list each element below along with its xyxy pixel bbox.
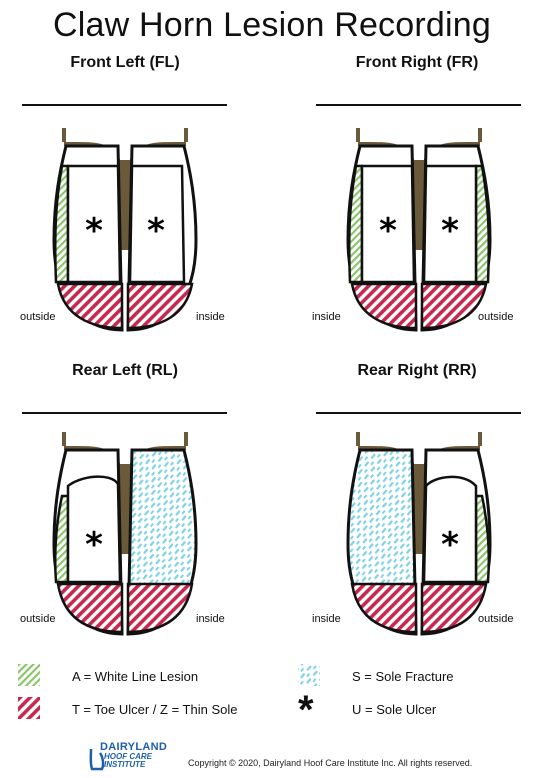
legend-sole-fracture: S = Sole Fracture (352, 669, 454, 684)
rl-entry-line[interactable] (22, 412, 227, 414)
fr-hoof-diagram[interactable]: * * (344, 120, 494, 340)
fr-outside-label: outside (478, 311, 514, 323)
page-title: Claw Horn Lesion Recording (53, 6, 491, 44)
fl-outside-label: outside (20, 311, 56, 323)
sole-ulcer-mark: * (379, 211, 397, 251)
legend-toe-ulcer: T = Toe Ulcer / Z = Thin Sole (72, 702, 238, 717)
fr-entry-line[interactable] (316, 104, 521, 106)
rr-outside-label: outside (478, 613, 514, 625)
rr-inside-label: inside (312, 613, 341, 625)
sole-ulcer-mark: * (441, 525, 459, 565)
logo-line3: INSTITUTE (104, 760, 146, 769)
sole-ulcer-mark: * (441, 211, 459, 251)
rr-hoof-diagram[interactable]: * (344, 424, 494, 644)
quadrant-label-fr: Front Right (FR) (355, 54, 479, 71)
sole-ulcer-mark: * (85, 525, 103, 565)
fl-entry-line[interactable] (22, 104, 227, 106)
quadrant-label-rr: Rear Right (RR) (357, 362, 477, 379)
legend-sole-ulcer: U = Sole Ulcer (352, 702, 437, 717)
sole-ulcer-mark: * (85, 211, 103, 251)
rl-outside-label: outside (20, 613, 56, 625)
rr-entry-line[interactable] (316, 412, 521, 414)
hoof-logo-icon (89, 748, 105, 771)
sole-ulcer-star-icon: * (298, 688, 314, 732)
legend-white-line: A = White Line Lesion (72, 669, 199, 684)
sole-fracture-swatch-icon (298, 664, 320, 686)
sole-ulcer-mark: * (147, 211, 165, 251)
dairyland-logo: DAIRYLAND HOOF CARE INSTITUTE (88, 741, 178, 773)
white-line-swatch-icon (18, 664, 40, 686)
rl-inside-label: inside (196, 613, 225, 625)
fr-inside-label: inside (312, 311, 341, 323)
rl-hoof-diagram[interactable]: * (50, 424, 200, 644)
copyright-text: Copyright © 2020, Dairyland Hoof Care In… (188, 758, 473, 768)
quadrant-label-fl: Front Left (FL) (70, 54, 180, 71)
quadrant-label-rl: Rear Left (RL) (72, 362, 178, 379)
toe-ulcer-swatch-icon (18, 697, 40, 719)
logo-line2: HOOF CARE (104, 752, 152, 761)
logo-line1: DAIRYLAND (100, 741, 168, 753)
fl-inside-label: inside (196, 311, 225, 323)
fl-hoof-diagram[interactable]: * * (50, 120, 200, 340)
